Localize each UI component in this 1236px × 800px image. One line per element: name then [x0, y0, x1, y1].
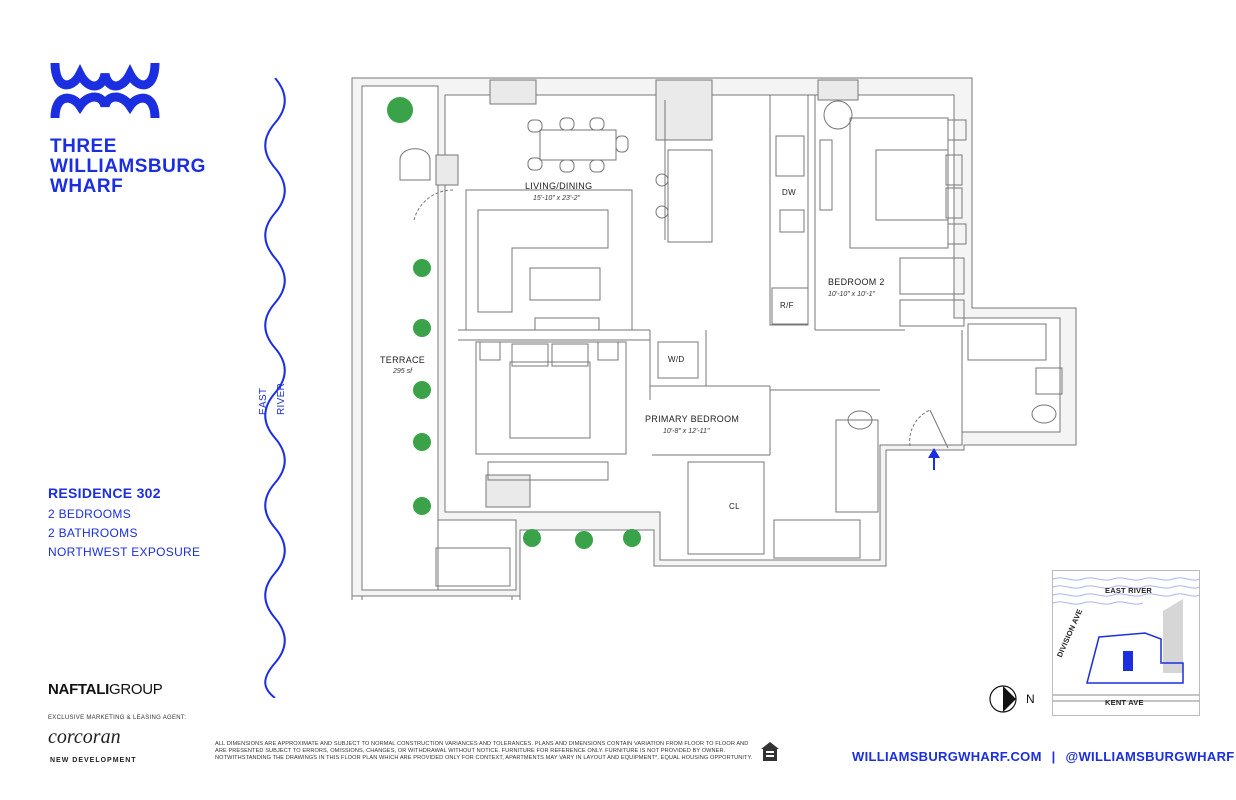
brand-line-1: THREE	[50, 136, 117, 157]
fixture-dishwasher: DW	[782, 188, 796, 197]
residence-title: RESIDENCE 302	[48, 485, 161, 501]
footer-separator: |	[1051, 749, 1056, 764]
key-plan-river: EAST RIVER	[1105, 586, 1153, 595]
brand-wave-logo-icon	[50, 62, 160, 119]
residence-exposure: NORTHWEST EXPOSURE	[48, 545, 201, 559]
agent-division: NEW DEVELOPMENT	[50, 757, 137, 764]
residence-bathrooms: 2 BATHROOMS	[48, 526, 138, 540]
equal-housing-icon	[761, 742, 779, 761]
river-wave	[264, 78, 286, 698]
developer-name-regular: GROUP	[108, 681, 163, 698]
fixture-closet: CL	[729, 502, 740, 511]
agent-name: corcoran	[48, 726, 121, 748]
north-arrow-icon	[989, 685, 1017, 713]
plant-icon	[387, 97, 641, 549]
room-label-bedroom2: BEDROOM 2	[828, 277, 885, 287]
fixture-fridge: R/F	[780, 301, 794, 310]
entry-arrow-icon	[928, 448, 940, 470]
key-plan-map	[1053, 577, 1199, 702]
legal-disclaimer: ALL DIMENSIONS ARE APPROXIMATE AND SUBJE…	[215, 741, 753, 761]
brand-logo	[50, 60, 160, 122]
social-handle-link[interactable]: @WILLIAMSBURGWHARF	[1065, 749, 1235, 764]
river-label: EAST RIVER	[258, 382, 287, 415]
room-dims-terrace: 295 sf	[393, 368, 413, 375]
room-dims-bedroom2: 10'-10" x 10'-1"	[828, 291, 875, 298]
fixture-washer-dryer: W/D	[668, 355, 685, 364]
brand-name: THREE WILLIAMSBURG WHARF	[50, 137, 206, 197]
footer-links: WILLIAMSBURGWHARF.COM | @WILLIAMSBURGWHA…	[852, 749, 1235, 764]
floor-plan	[351, 77, 1077, 600]
developer-name-bold: NAFTALI	[48, 681, 109, 698]
residence-info: RESIDENCE 302 2 BEDROOMS 2 BATHROOMS NOR…	[48, 485, 200, 559]
key-plan: EAST RIVER DIVISION AVE KENT AVE	[1052, 570, 1200, 716]
developer-logo: NAFTALIGROUP	[48, 681, 163, 698]
website-link[interactable]: WILLIAMSBURGWHARF.COM	[852, 749, 1042, 764]
room-dims-living: 15'-10" x 23'-2"	[533, 195, 580, 202]
brand-line-2: WILLIAMSBURG	[50, 156, 206, 177]
brand-line-3: WHARF	[50, 176, 124, 197]
room-dims-primary: 10'-8" x 12'-11"	[663, 428, 710, 435]
room-label-terrace: TERRACE	[380, 355, 426, 365]
room-label-primary: PRIMARY BEDROOM	[645, 414, 740, 424]
north-label: N	[1026, 692, 1035, 706]
agent-caption: EXCLUSIVE MARKETING & LEASING AGENT:	[48, 715, 187, 721]
key-plan-kent-ave: KENT AVE	[1105, 698, 1144, 707]
room-label-living: LIVING/DINING	[525, 181, 593, 191]
residence-bedrooms: 2 BEDROOMS	[48, 507, 132, 521]
